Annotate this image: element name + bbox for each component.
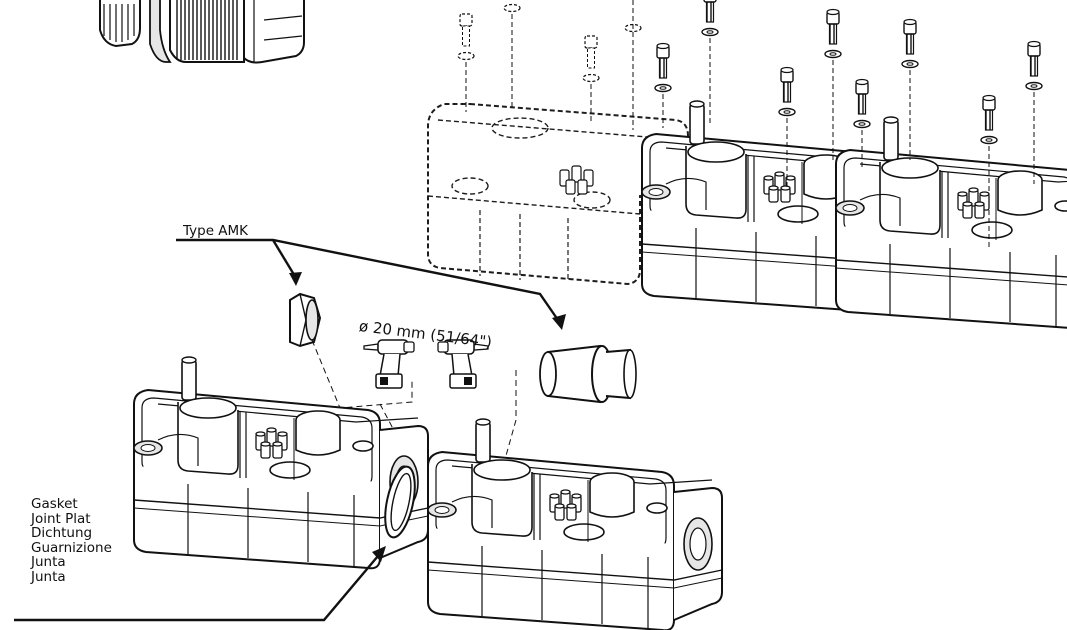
ghost-terminals	[559, 165, 594, 195]
gasket-ring	[384, 465, 416, 539]
ghost-enclosure	[427, 103, 689, 286]
lock-nut	[289, 292, 322, 348]
arrowhead-nut	[289, 272, 302, 286]
gasket-label-fr: Joint Plat	[31, 510, 91, 527]
type-amk-label: Type AMK	[183, 223, 249, 239]
screw-guides-top	[465, 0, 1035, 250]
drill-icon-left	[363, 339, 415, 389]
gasket-label-list: Gasket Joint Plat Dichtung Guarnizione J…	[31, 497, 112, 585]
arrowhead-gasket	[372, 546, 386, 562]
gasket-leader	[14, 555, 379, 622]
gasket-label-pt: Junta	[31, 568, 66, 585]
gasket-label-it: Guarnizione	[31, 539, 112, 556]
arrowhead-adapter	[552, 314, 566, 330]
cable-gland-exploded	[99, 0, 305, 64]
gasket-label-es: Junta	[31, 554, 66, 571]
enclosure-top-right	[835, 116, 1067, 330]
gasket-label-de: Dichtung	[31, 525, 93, 542]
adapter-sleeve	[539, 344, 637, 404]
gasket-label-en: Gasket	[31, 496, 78, 512]
screws-top	[457, 0, 1043, 145]
enclosure-bottom-right	[427, 418, 723, 630]
type-amk-leader	[176, 238, 559, 321]
